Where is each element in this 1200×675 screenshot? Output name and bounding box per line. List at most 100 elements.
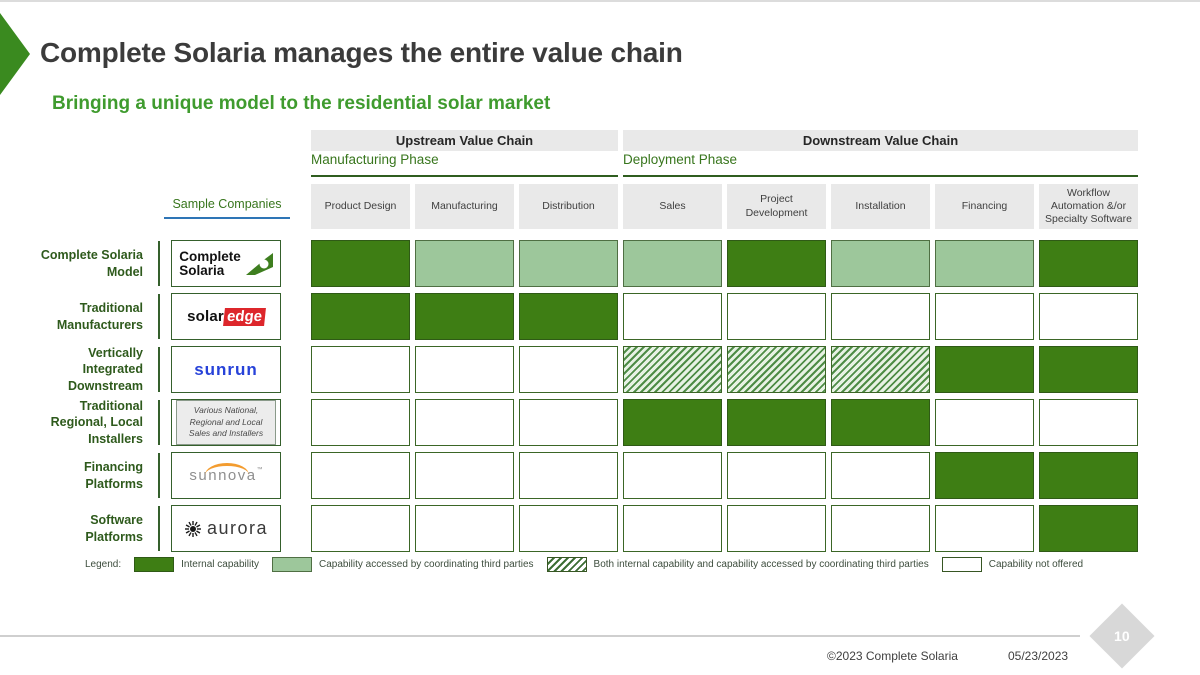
matrix-cell-r1-c4 — [623, 240, 722, 287]
row-spacer — [286, 293, 306, 340]
matrix-cell-r5-c8 — [1039, 452, 1138, 499]
matrix-cell-r6-c7 — [935, 505, 1034, 552]
legend-text-both: Both internal capability and capability … — [593, 559, 929, 570]
row-separator-line — [158, 506, 160, 551]
legend-swatch-internal — [134, 557, 175, 572]
matrix-cell-r6-c3 — [519, 505, 618, 552]
matrix-cell-r1-c2 — [415, 240, 514, 287]
matrix-cell-r5-c1 — [311, 452, 410, 499]
page-number-badge: 10 — [1089, 603, 1155, 669]
slide-subtitle: Bringing a unique model to the residenti… — [52, 93, 551, 114]
matrix-cell-r5-c6 — [831, 452, 930, 499]
legend-item-internal: Internal capability — [134, 557, 259, 572]
matrix-cell-r6-c2 — [415, 505, 514, 552]
sample-companies-label: Sample Companies — [164, 197, 290, 219]
column-header-4: Sales — [623, 184, 722, 229]
matrix-cell-r2-c8 — [1039, 293, 1138, 340]
aurora-sunburst-icon — [184, 520, 201, 537]
column-header-7: Financing — [935, 184, 1034, 229]
matrix-cell-r3-c1 — [311, 346, 410, 393]
matrix-cell-r3-c5 — [727, 346, 826, 393]
column-header-3: Distribution — [519, 184, 618, 229]
deployment-phase-label: Deployment Phase — [623, 152, 1138, 177]
row-separator-line — [158, 453, 160, 498]
legend-swatch-both — [546, 557, 587, 572]
legend-swatch-third_party — [271, 557, 312, 572]
matrix-cell-r5-c2 — [415, 452, 514, 499]
page-number: 10 — [1114, 627, 1130, 644]
title-chevron-icon — [0, 13, 30, 95]
legend-item-third_party: Capability accessed by coordinating thir… — [271, 557, 534, 572]
row-label-aurora: Software Platforms — [85, 513, 143, 544]
matrix-cell-r5-c4 — [623, 452, 722, 499]
legend-text-none: Capability not offered — [988, 559, 1084, 570]
matrix-cell-r2-c4 — [623, 293, 722, 340]
column-header-2: Manufacturing — [415, 184, 514, 229]
row-spacer — [286, 399, 306, 446]
matrix-cell-r4-c1 — [311, 399, 410, 446]
column-header-8: Workflow Automation &/or Specialty Softw… — [1039, 184, 1138, 229]
row-separator-line — [158, 347, 160, 392]
matrix-cell-r5-c7 — [935, 452, 1034, 499]
row-spacer — [286, 346, 306, 393]
matrix-cell-r2-c3 — [519, 293, 618, 340]
matrix-cell-r6-c5 — [727, 505, 826, 552]
matrix-cell-r4-c2 — [415, 399, 514, 446]
matrix-cell-r3-c7 — [935, 346, 1034, 393]
row-label-sunnova: Financing Platforms — [83, 460, 143, 491]
matrix-cell-r5-c5 — [727, 452, 826, 499]
row-label-installers: Traditional Regional, Local Installers — [50, 399, 143, 446]
matrix-cell-r1-c5 — [727, 240, 826, 287]
company-logo-box-sunnova: sunnova™ — [171, 452, 281, 499]
legend-text-third_party: Capability accessed by coordinating thir… — [318, 559, 534, 570]
legend-item-none: Capability not offered — [941, 557, 1084, 572]
row-separator — [148, 452, 166, 499]
row-spacer — [286, 240, 306, 287]
company-logo-box-aurora: aurora — [171, 505, 281, 552]
legend-label: Legend: — [85, 559, 122, 570]
manufacturing-phase-label: Manufacturing Phase — [311, 152, 618, 177]
company-logo-box-sunrun: sunrun — [171, 346, 281, 393]
matrix-cell-r3-c8 — [1039, 346, 1138, 393]
legend-item-both: Both internal capability and capability … — [546, 557, 929, 572]
legend-swatch-none — [941, 557, 982, 572]
row-spacer — [286, 505, 306, 552]
matrix-cell-r6-c6 — [831, 505, 930, 552]
matrix-cell-r4-c7 — [935, 399, 1034, 446]
row-label-complete_solaria: Complete Solaria Model — [40, 248, 143, 279]
matrix-cell-r6-c8 — [1039, 505, 1138, 552]
sunnova-arc-icon — [205, 462, 250, 475]
matrix-cell-r5-c3 — [519, 452, 618, 499]
matrix-cell-r2-c1 — [311, 293, 410, 340]
column-header-5: Project Development — [727, 184, 826, 229]
row-label-solaredge: Traditional Manufacturers — [56, 301, 143, 332]
matrix-cell-r1-c7 — [935, 240, 1034, 287]
matrix-cell-r2-c6 — [831, 293, 930, 340]
matrix-cell-r3-c4 — [623, 346, 722, 393]
legend-text-internal: Internal capability — [181, 559, 259, 570]
matrix-cell-r6-c1 — [311, 505, 410, 552]
row-separator — [148, 399, 166, 446]
aurora-logo: aurora — [184, 518, 268, 539]
row-separator — [148, 240, 166, 287]
matrix-cell-r4-c8 — [1039, 399, 1138, 446]
column-header-6: Installation — [831, 184, 930, 229]
row-separator — [148, 346, 166, 393]
matrix-cell-r3-c6 — [831, 346, 930, 393]
sunnova-logo: sunnova™ — [189, 462, 263, 485]
matrix-cell-r2-c2 — [415, 293, 514, 340]
matrix-cell-r4-c5 — [727, 399, 826, 446]
matrix-cell-r1-c6 — [831, 240, 930, 287]
matrix-cell-r4-c6 — [831, 399, 930, 446]
row-separator-line — [158, 400, 160, 445]
upstream-value-chain-header: Upstream Value Chain — [311, 130, 618, 151]
legend: Legend: Internal capability Capability ac… — [85, 557, 1083, 572]
